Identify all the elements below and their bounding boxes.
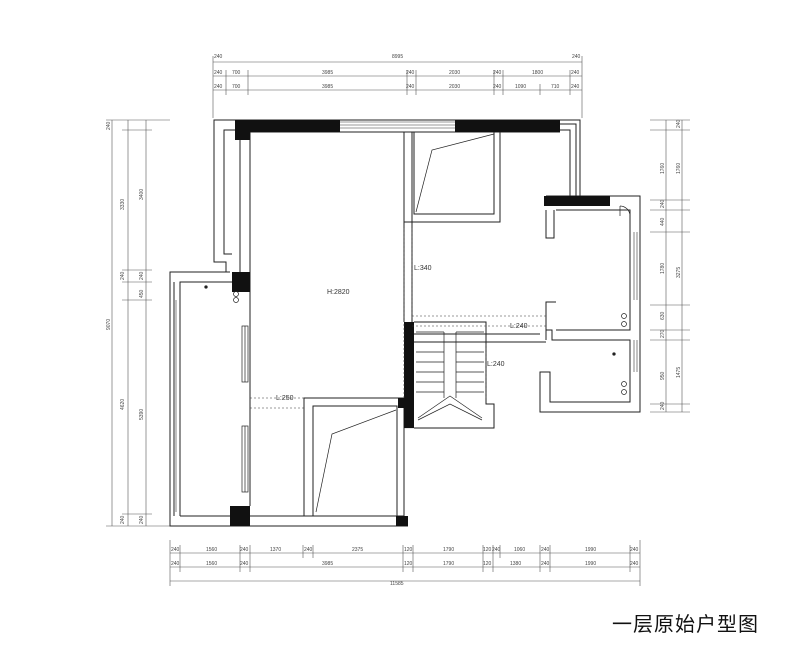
svg-text:2030: 2030 xyxy=(449,70,460,76)
bottom-dimension-texts: 240 1560 240 1370 240 2375 120 1790 120 … xyxy=(171,547,639,587)
svg-text:1475: 1475 xyxy=(676,367,682,378)
svg-text:630: 630 xyxy=(660,311,666,320)
walls-solid xyxy=(230,120,610,526)
svg-text:1990: 1990 xyxy=(585,561,596,567)
dim-top-total: 8995 xyxy=(392,54,403,60)
svg-text:700: 700 xyxy=(232,70,241,76)
svg-text:240: 240 xyxy=(571,70,580,76)
beam-lines xyxy=(250,228,546,409)
beam-label-250: L:250 xyxy=(276,395,294,402)
svg-text:240: 240 xyxy=(492,547,501,553)
left-dimension-texts: 240 3330 240 4620 240 3400 240 450 5390 … xyxy=(106,121,145,524)
svg-text:120: 120 xyxy=(483,561,492,567)
svg-text:1370: 1370 xyxy=(270,547,281,553)
svg-text:1790: 1790 xyxy=(443,561,454,567)
svg-text:240: 240 xyxy=(214,70,223,76)
svg-text:1560: 1560 xyxy=(206,561,217,567)
svg-text:240: 240 xyxy=(304,547,313,553)
beam-label-340: L:340 xyxy=(414,265,432,272)
svg-text:240: 240 xyxy=(660,199,666,208)
svg-text:700: 700 xyxy=(232,84,241,90)
bottom-dimensions xyxy=(169,540,641,586)
svg-text:240: 240 xyxy=(541,547,550,553)
svg-text:240: 240 xyxy=(630,547,639,553)
svg-text:3400: 3400 xyxy=(139,189,145,200)
svg-text:240: 240 xyxy=(120,271,126,280)
svg-text:120: 120 xyxy=(404,547,413,553)
svg-text:120: 120 xyxy=(483,547,492,553)
plan-labels: H:2820 L:340 L:240 L:240 L:250 xyxy=(276,265,528,402)
svg-text:240: 240 xyxy=(214,84,223,90)
svg-text:240: 240 xyxy=(106,121,112,130)
svg-text:240: 240 xyxy=(630,561,639,567)
svg-text:1780: 1780 xyxy=(660,263,666,274)
svg-text:1090: 1090 xyxy=(515,84,526,90)
svg-text:240: 240 xyxy=(493,84,502,90)
svg-text:240: 240 xyxy=(406,70,415,76)
svg-text:440: 440 xyxy=(660,217,666,226)
top-dimension-texts: 8995 240 240 240 700 3985 240 2030 240 1… xyxy=(214,54,581,90)
svg-text:240: 240 xyxy=(493,70,502,76)
svg-text:3330: 3330 xyxy=(120,199,126,210)
svg-text:2030: 2030 xyxy=(449,84,460,90)
left-dimensions xyxy=(106,119,170,527)
svg-text:1560: 1560 xyxy=(206,547,217,553)
dim-top-left-end: 240 xyxy=(214,54,223,60)
svg-text:3985: 3985 xyxy=(322,70,333,76)
svg-text:240: 240 xyxy=(541,561,550,567)
svg-text:2375: 2375 xyxy=(352,547,363,553)
svg-text:3275: 3275 xyxy=(676,267,682,278)
svg-text:240: 240 xyxy=(406,84,415,90)
svg-text:240: 240 xyxy=(660,401,666,410)
dim-bottom-total: 11585 xyxy=(390,581,404,587)
dim-top-right-end: 240 xyxy=(572,54,581,60)
svg-text:240: 240 xyxy=(676,119,682,128)
svg-text:1990: 1990 xyxy=(585,547,596,553)
svg-text:1380: 1380 xyxy=(510,561,521,567)
svg-text:1760: 1760 xyxy=(660,163,666,174)
ceiling-height-label: H:2820 xyxy=(327,289,350,296)
svg-text:240: 240 xyxy=(139,515,145,524)
beam-label-240-b: L:240 xyxy=(487,361,505,368)
svg-text:710: 710 xyxy=(551,84,560,90)
fixtures xyxy=(204,133,631,513)
right-dimensions xyxy=(650,119,690,413)
top-dimensions xyxy=(212,56,583,118)
svg-text:120: 120 xyxy=(404,561,413,567)
svg-text:1060: 1060 xyxy=(514,547,525,553)
svg-text:450: 450 xyxy=(139,289,145,298)
svg-text:240: 240 xyxy=(240,561,249,567)
beam-label-240-a: L:240 xyxy=(510,323,528,330)
windows xyxy=(175,121,638,512)
svg-text:950: 950 xyxy=(660,371,666,380)
svg-text:240: 240 xyxy=(139,271,145,280)
svg-text:1760: 1760 xyxy=(676,163,682,174)
right-dimension-texts: 1760 240 440 1780 630 270 950 240 240 17… xyxy=(660,119,682,410)
svg-text:240: 240 xyxy=(120,515,126,524)
svg-text:3985: 3985 xyxy=(322,84,333,90)
svg-text:240: 240 xyxy=(240,547,249,553)
svg-text:1800: 1800 xyxy=(532,70,543,76)
svg-text:270: 270 xyxy=(660,329,666,338)
svg-text:4620: 4620 xyxy=(120,399,126,410)
svg-text:5390: 5390 xyxy=(139,409,145,420)
svg-text:1790: 1790 xyxy=(443,547,454,553)
svg-text:240: 240 xyxy=(171,547,180,553)
dim-left-total: 9070 xyxy=(106,319,112,330)
svg-text:3985: 3985 xyxy=(322,561,333,567)
svg-text:240: 240 xyxy=(171,561,180,567)
svg-text:240: 240 xyxy=(571,84,580,90)
plan-title: 一层原始户型图 xyxy=(612,612,759,636)
